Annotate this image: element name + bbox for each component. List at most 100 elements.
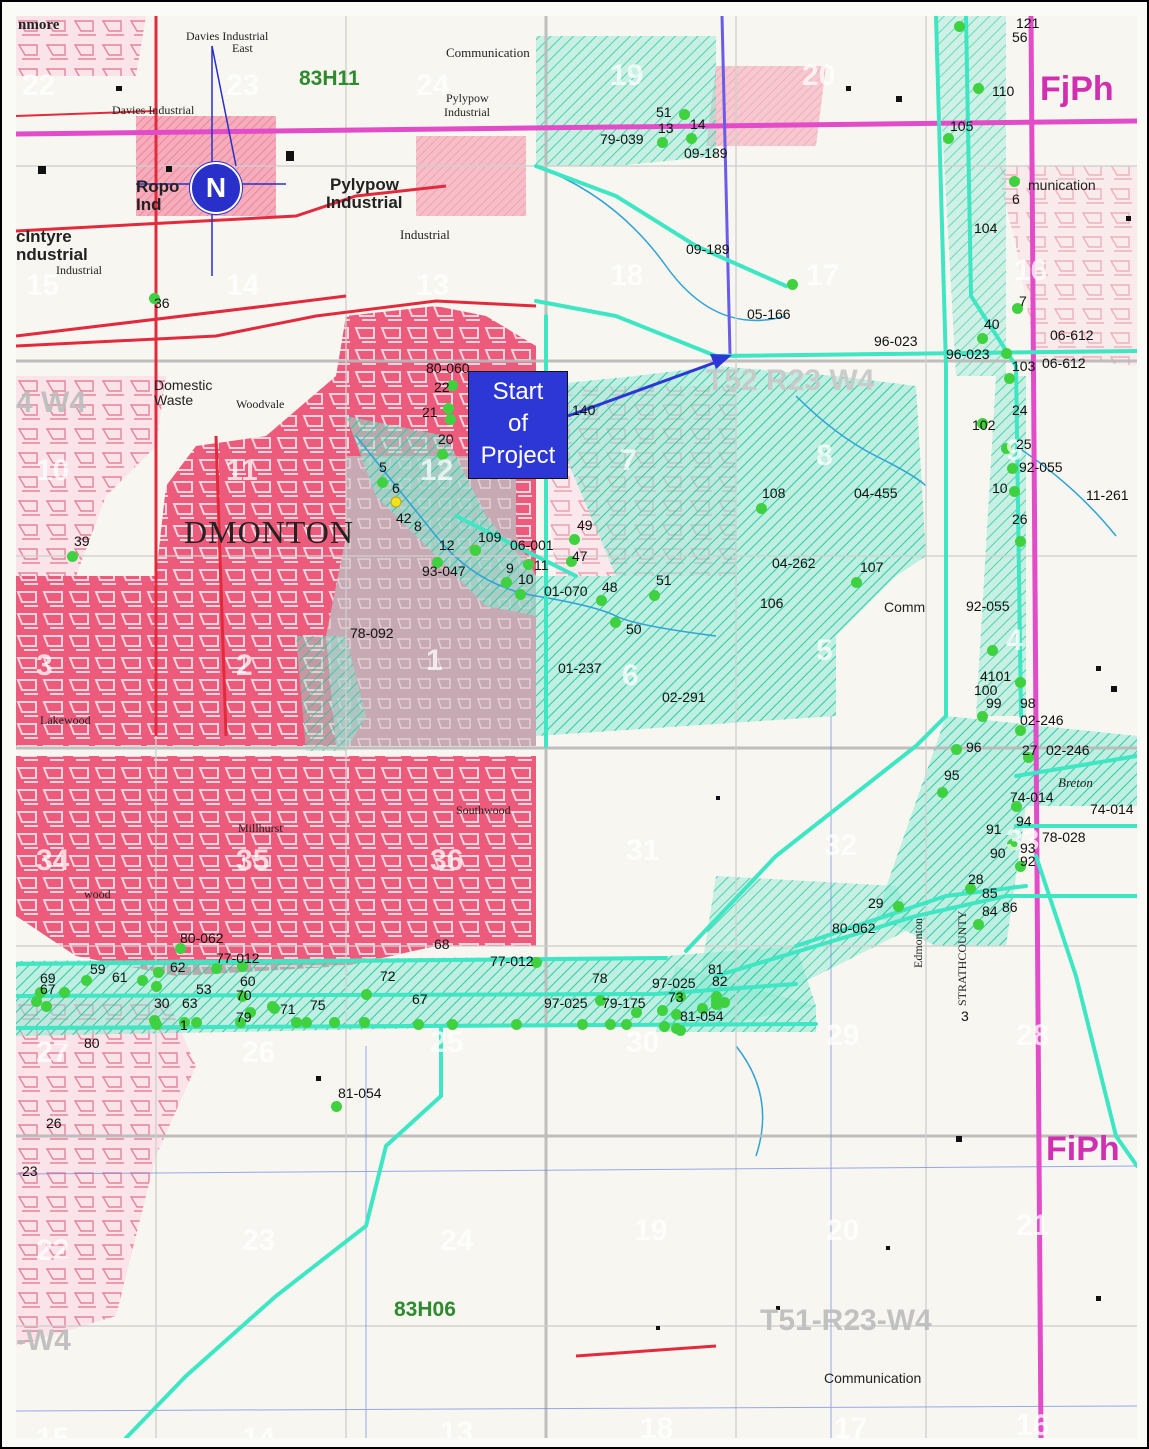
site-label[interactable]: 28 <box>968 871 984 887</box>
site-marker-icon[interactable] <box>756 503 767 514</box>
site-marker-icon[interactable] <box>359 1017 370 1028</box>
site-label[interactable]: 95 <box>944 767 960 783</box>
site-label[interactable]: 77-012 <box>490 953 534 969</box>
site-label[interactable]: 79-175 <box>602 995 646 1011</box>
site-label[interactable]: 70 <box>236 987 252 1003</box>
site-marker-icon[interactable] <box>151 1019 162 1030</box>
site-marker-icon[interactable] <box>987 645 998 656</box>
site-label[interactable]: 25 <box>1016 436 1032 452</box>
site-marker-icon[interactable] <box>1007 839 1018 850</box>
site-marker-icon[interactable] <box>1001 443 1012 454</box>
site-label[interactable]: 5 <box>379 459 387 475</box>
site-label[interactable]: 22 <box>434 379 450 395</box>
site-label[interactable]: 68 <box>434 936 450 952</box>
site-label[interactable]: 78-028 <box>1042 829 1086 845</box>
site-label[interactable]: 3 <box>961 1008 969 1024</box>
site-marker-icon[interactable] <box>1011 801 1022 812</box>
site-marker-icon[interactable] <box>1015 861 1026 872</box>
site-marker-icon[interactable] <box>35 987 46 998</box>
site-marker-icon[interactable] <box>965 883 976 894</box>
site-label[interactable]: 26 <box>46 1115 62 1131</box>
site-marker-icon[interactable] <box>596 595 607 606</box>
site-marker-icon[interactable] <box>331 1101 342 1112</box>
site-marker-icon[interactable] <box>153 967 164 978</box>
site-label[interactable]: 59 <box>90 961 106 977</box>
site-marker-icon[interactable] <box>657 137 668 148</box>
site-marker-icon[interactable] <box>577 1019 588 1030</box>
site-marker-icon[interactable] <box>973 83 984 94</box>
site-marker-icon[interactable] <box>470 545 481 556</box>
site-label[interactable]: 74-014 <box>1090 801 1134 817</box>
site-label[interactable]: 30 <box>154 995 170 1011</box>
site-marker-icon[interactable] <box>893 901 904 912</box>
site-label[interactable]: 103 <box>1012 358 1036 374</box>
site-marker-icon[interactable] <box>191 1017 202 1028</box>
site-label[interactable]: 99 <box>986 695 1002 711</box>
site-marker-icon[interactable] <box>447 380 458 391</box>
site-marker-icon[interactable] <box>671 1023 682 1034</box>
site-label[interactable]: 6 <box>1012 191 1020 207</box>
site-label[interactable]: 90 <box>990 845 1006 861</box>
site-marker-icon[interactable] <box>301 1017 312 1028</box>
site-label[interactable]: 09-189 <box>684 145 728 161</box>
site-label[interactable]: 94 <box>1016 813 1032 829</box>
site-label[interactable]: 92 <box>1020 853 1036 869</box>
site-label[interactable]: 97-025 <box>544 995 588 1011</box>
site-marker-icon[interactable] <box>719 997 730 1008</box>
site-label[interactable]: 92-055 <box>1019 459 1063 475</box>
site-marker-icon[interactable] <box>1007 463 1018 474</box>
site-label[interactable]: 78 <box>592 970 608 986</box>
site-label[interactable]: 96 <box>966 739 982 755</box>
site-marker-icon[interactable] <box>291 1017 302 1028</box>
site-marker-icon[interactable] <box>711 999 722 1010</box>
site-marker-icon[interactable] <box>515 589 526 600</box>
site-label[interactable]: 107 <box>860 559 884 575</box>
site-label[interactable]: 50 <box>626 621 642 637</box>
site-label[interactable]: 84 <box>982 903 998 919</box>
site-label[interactable]: 79 <box>236 1009 252 1025</box>
site-marker-icon[interactable] <box>81 975 92 986</box>
site-label[interactable]: 102 <box>972 417 996 433</box>
site-label[interactable]: 97-025 <box>652 975 696 991</box>
site-label[interactable]: 108 <box>762 485 786 501</box>
site-marker-icon[interactable] <box>137 975 148 986</box>
site-marker-icon[interactable] <box>1004 373 1015 384</box>
site-label[interactable]: 121 <box>1016 16 1040 31</box>
site-marker-icon[interactable] <box>1009 486 1020 497</box>
site-marker-icon[interactable] <box>659 1021 670 1032</box>
site-label[interactable]: 04-262 <box>772 555 816 571</box>
site-marker-icon[interactable] <box>443 403 454 414</box>
site-marker-icon[interactable] <box>1009 176 1020 187</box>
site-label[interactable]: 12 <box>439 537 455 553</box>
site-label[interactable]: 77-012 <box>216 950 260 966</box>
site-marker-icon[interactable] <box>511 1019 522 1030</box>
site-label[interactable]: 140 <box>572 402 596 418</box>
site-label[interactable]: 6 <box>392 480 400 496</box>
site-marker-icon[interactable] <box>973 919 984 930</box>
site-label[interactable]: 60 <box>240 973 256 989</box>
site-marker-icon[interactable] <box>501 577 512 588</box>
site-label[interactable]: 05-166 <box>747 306 791 322</box>
site-label[interactable]: 8 <box>414 518 422 534</box>
site-label[interactable]: 11 <box>534 557 549 573</box>
site-label[interactable]: 04-455 <box>854 485 898 501</box>
site-label[interactable]: 11-261 <box>1086 487 1129 503</box>
site-label[interactable]: 96-023 <box>946 346 990 362</box>
site-marker-icon[interactable] <box>631 1007 642 1018</box>
site-label[interactable]: 80-060 <box>426 360 470 376</box>
site-label[interactable]: 96-023 <box>874 333 918 349</box>
site-label[interactable]: 10 <box>992 480 1008 496</box>
site-label[interactable]: 78-092 <box>350 625 394 641</box>
site-label[interactable]: 61 <box>112 969 128 985</box>
site-marker-icon[interactable] <box>211 963 222 974</box>
site-label[interactable]: 67 <box>40 981 56 997</box>
site-label[interactable]: 98 <box>1020 695 1036 711</box>
site-label[interactable]: 02-246 <box>1020 712 1064 728</box>
site-marker-icon[interactable] <box>649 590 660 601</box>
site-marker-icon[interactable] <box>605 1019 616 1030</box>
site-label[interactable]: 14 <box>690 116 706 132</box>
site-label[interactable]: 81-054 <box>338 1085 382 1101</box>
site-label[interactable]: 1 <box>180 1017 188 1033</box>
site-marker-icon[interactable] <box>657 1005 668 1016</box>
site-label[interactable]: 06-612 <box>1042 355 1086 371</box>
